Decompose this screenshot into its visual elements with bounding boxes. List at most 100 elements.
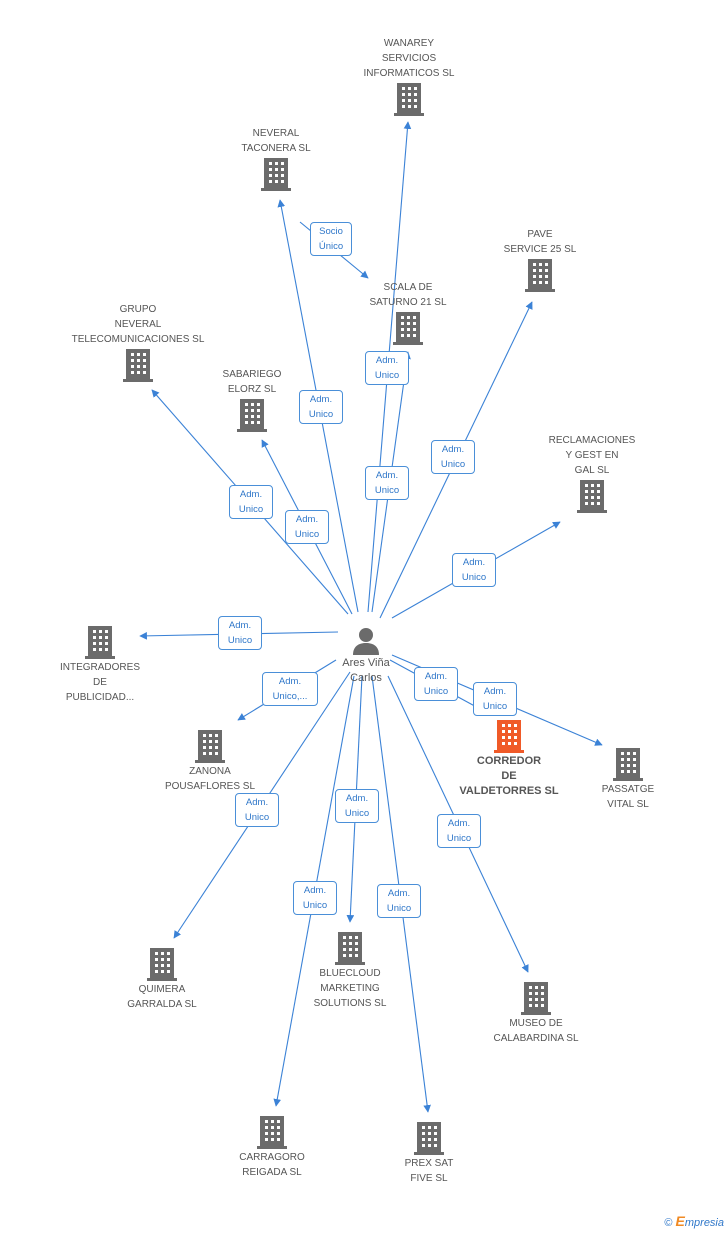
relation-badge[interactable]: Adm. Unico (431, 440, 475, 474)
badge-line: Unico,... (272, 691, 308, 702)
relation-badge[interactable]: Adm. Unico (229, 485, 273, 519)
node-neveral-taconera[interactable]: NEVERAL TACONERA SL (216, 126, 336, 192)
badge-line: Unico (461, 572, 487, 583)
node-label: DE (501, 770, 517, 782)
node-corredor[interactable]: CORREDOR DE VALDETORRES SL (450, 718, 568, 799)
badge-line: Unico (446, 833, 472, 844)
badge-line: Unico (308, 409, 334, 420)
brand-footer[interactable]: ©Empresia (664, 1213, 724, 1229)
node-label: PREX SAT (404, 1158, 454, 1169)
node-label: TELECOMUNICACIONES SL (71, 334, 205, 345)
relation-badge[interactable]: Adm. Unico (335, 789, 379, 823)
node-wanarey[interactable]: WANAREY SERVICIOS INFORMATICOS SL (344, 36, 474, 117)
person-icon (353, 628, 379, 655)
badge-line: Adm. (447, 818, 471, 829)
relation-badge[interactable]: Adm. Unico (365, 466, 409, 500)
badge-line: Adm. (245, 797, 269, 808)
badge-line: Unico (244, 812, 270, 823)
building-icon (521, 982, 551, 1015)
node-sabariego[interactable]: SABARIEGO ELORZ SL (200, 367, 304, 433)
brand-logo-text: mpresia (684, 1217, 724, 1229)
badge-line: Adm. (303, 885, 327, 896)
node-label: SATURNO 21 SL (369, 297, 447, 308)
node-label: ZANONA (189, 766, 231, 777)
relation-badge[interactable]: Adm. Unico (235, 793, 279, 827)
node-label: PUBLICIDAD... (65, 692, 135, 703)
building-icon (525, 259, 555, 292)
node-carragoro[interactable]: CARRAGORO REIGADA SL (222, 1114, 322, 1180)
badge-line: Adm. (424, 671, 448, 682)
node-label: INFORMATICOS SL (363, 68, 455, 79)
node-label: WANAREY (383, 38, 435, 49)
node-label: REIGADA SL (242, 1167, 302, 1178)
node-integradores[interactable]: INTEGRADORES DE PUBLICIDAD... (44, 624, 156, 705)
node-label: SERVICE 25 SL (503, 244, 577, 255)
relation-badge[interactable]: Adm. Unico (218, 616, 262, 650)
badge-line: Unico (374, 370, 400, 381)
badge-line: Adm. (345, 793, 369, 804)
person-name: Carlos (350, 672, 382, 684)
node-label: NEVERAL (114, 319, 162, 330)
center-person[interactable]: Ares Viña Carlos (326, 626, 406, 686)
node-label: MUSEO DE (509, 1018, 563, 1029)
badge-line: Unico (302, 900, 328, 911)
node-label: INTEGRADORES (59, 662, 140, 673)
building-icon (123, 349, 153, 382)
node-label: SCALA DE (383, 282, 433, 293)
building-icon (414, 1122, 444, 1155)
person-name: Ares Viña (342, 657, 390, 669)
node-pave[interactable]: PAVE SERVICE 25 SL (480, 227, 600, 293)
node-label: SOLUTIONS SL (313, 998, 387, 1009)
relation-badge[interactable]: Adm. Unico (377, 884, 421, 918)
node-label: ELORZ SL (227, 384, 277, 395)
node-label: MARKETING (320, 983, 380, 994)
badge-line: Unico (423, 686, 449, 697)
node-label: FIVE SL (410, 1173, 448, 1184)
badge-line: Unico (440, 459, 466, 470)
badge-line: Adm. (278, 676, 302, 687)
node-quimera[interactable]: QUIMERA GARRALDA SL (110, 946, 214, 1012)
relation-badge[interactable]: Adm. Unico (365, 351, 409, 385)
relation-badge[interactable]: Adm. Unico (285, 510, 329, 544)
node-label: BLUECLOUD (319, 968, 381, 979)
relation-badge[interactable]: Socio Único (310, 222, 352, 256)
badge-line: Adm. (375, 470, 399, 481)
relation-badge[interactable]: Adm. Unico (414, 667, 458, 701)
node-scala[interactable]: SCALA DE SATURNO 21 SL (350, 280, 466, 346)
relation-badge[interactable]: Adm. Unico (473, 682, 517, 716)
badge-line: Unico (227, 635, 253, 646)
node-grupo-neveral[interactable]: GRUPO NEVERAL TELECOMUNICACIONES SL (60, 302, 216, 383)
badge-line: Adm. (483, 686, 507, 697)
building-icon (393, 312, 423, 345)
relation-badge[interactable]: Adm. Unico (299, 390, 343, 424)
building-icon (147, 948, 177, 981)
node-zanona[interactable]: ZANONA POUSAFLORES SL (152, 728, 268, 794)
building-icon (85, 626, 115, 659)
badge-line: Adm. (441, 444, 465, 455)
badge-line: Adm. (375, 355, 399, 366)
node-bluecloud[interactable]: BLUECLOUD MARKETING SOLUTIONS SL (296, 930, 404, 1011)
node-label: POUSAFLORES SL (164, 781, 256, 792)
node-label: QUIMERA (138, 984, 186, 995)
relation-badge[interactable]: Adm. Unico (437, 814, 481, 848)
badge-line: Adm. (239, 489, 263, 500)
relation-badge[interactable]: Adm. Unico (293, 881, 337, 915)
node-reclamaciones[interactable]: RECLAMACIONES Y GEST EN GAL SL (532, 433, 652, 514)
badge-line: Adm. (295, 514, 319, 525)
node-museo[interactable]: MUSEO DE CALABARDINA SL (476, 980, 596, 1046)
node-label: SERVICIOS (381, 53, 437, 64)
node-label: SABARIEGO (222, 369, 282, 380)
building-icon (237, 399, 267, 432)
node-prex[interactable]: PREX SAT FIVE SL (384, 1120, 474, 1186)
relation-badge[interactable]: Adm. Unico (452, 553, 496, 587)
node-label: PASSATGE (601, 784, 655, 795)
building-icon (195, 730, 225, 763)
badge-line: Adm. (462, 557, 486, 568)
node-label: PAVE (527, 229, 553, 240)
relation-badge[interactable]: Adm. Unico,... (262, 672, 318, 706)
building-icon (257, 1116, 287, 1149)
badge-line: Único (318, 241, 344, 252)
building-icon (394, 83, 424, 116)
node-passatge[interactable]: PASSATGE VITAL SL (580, 746, 676, 812)
